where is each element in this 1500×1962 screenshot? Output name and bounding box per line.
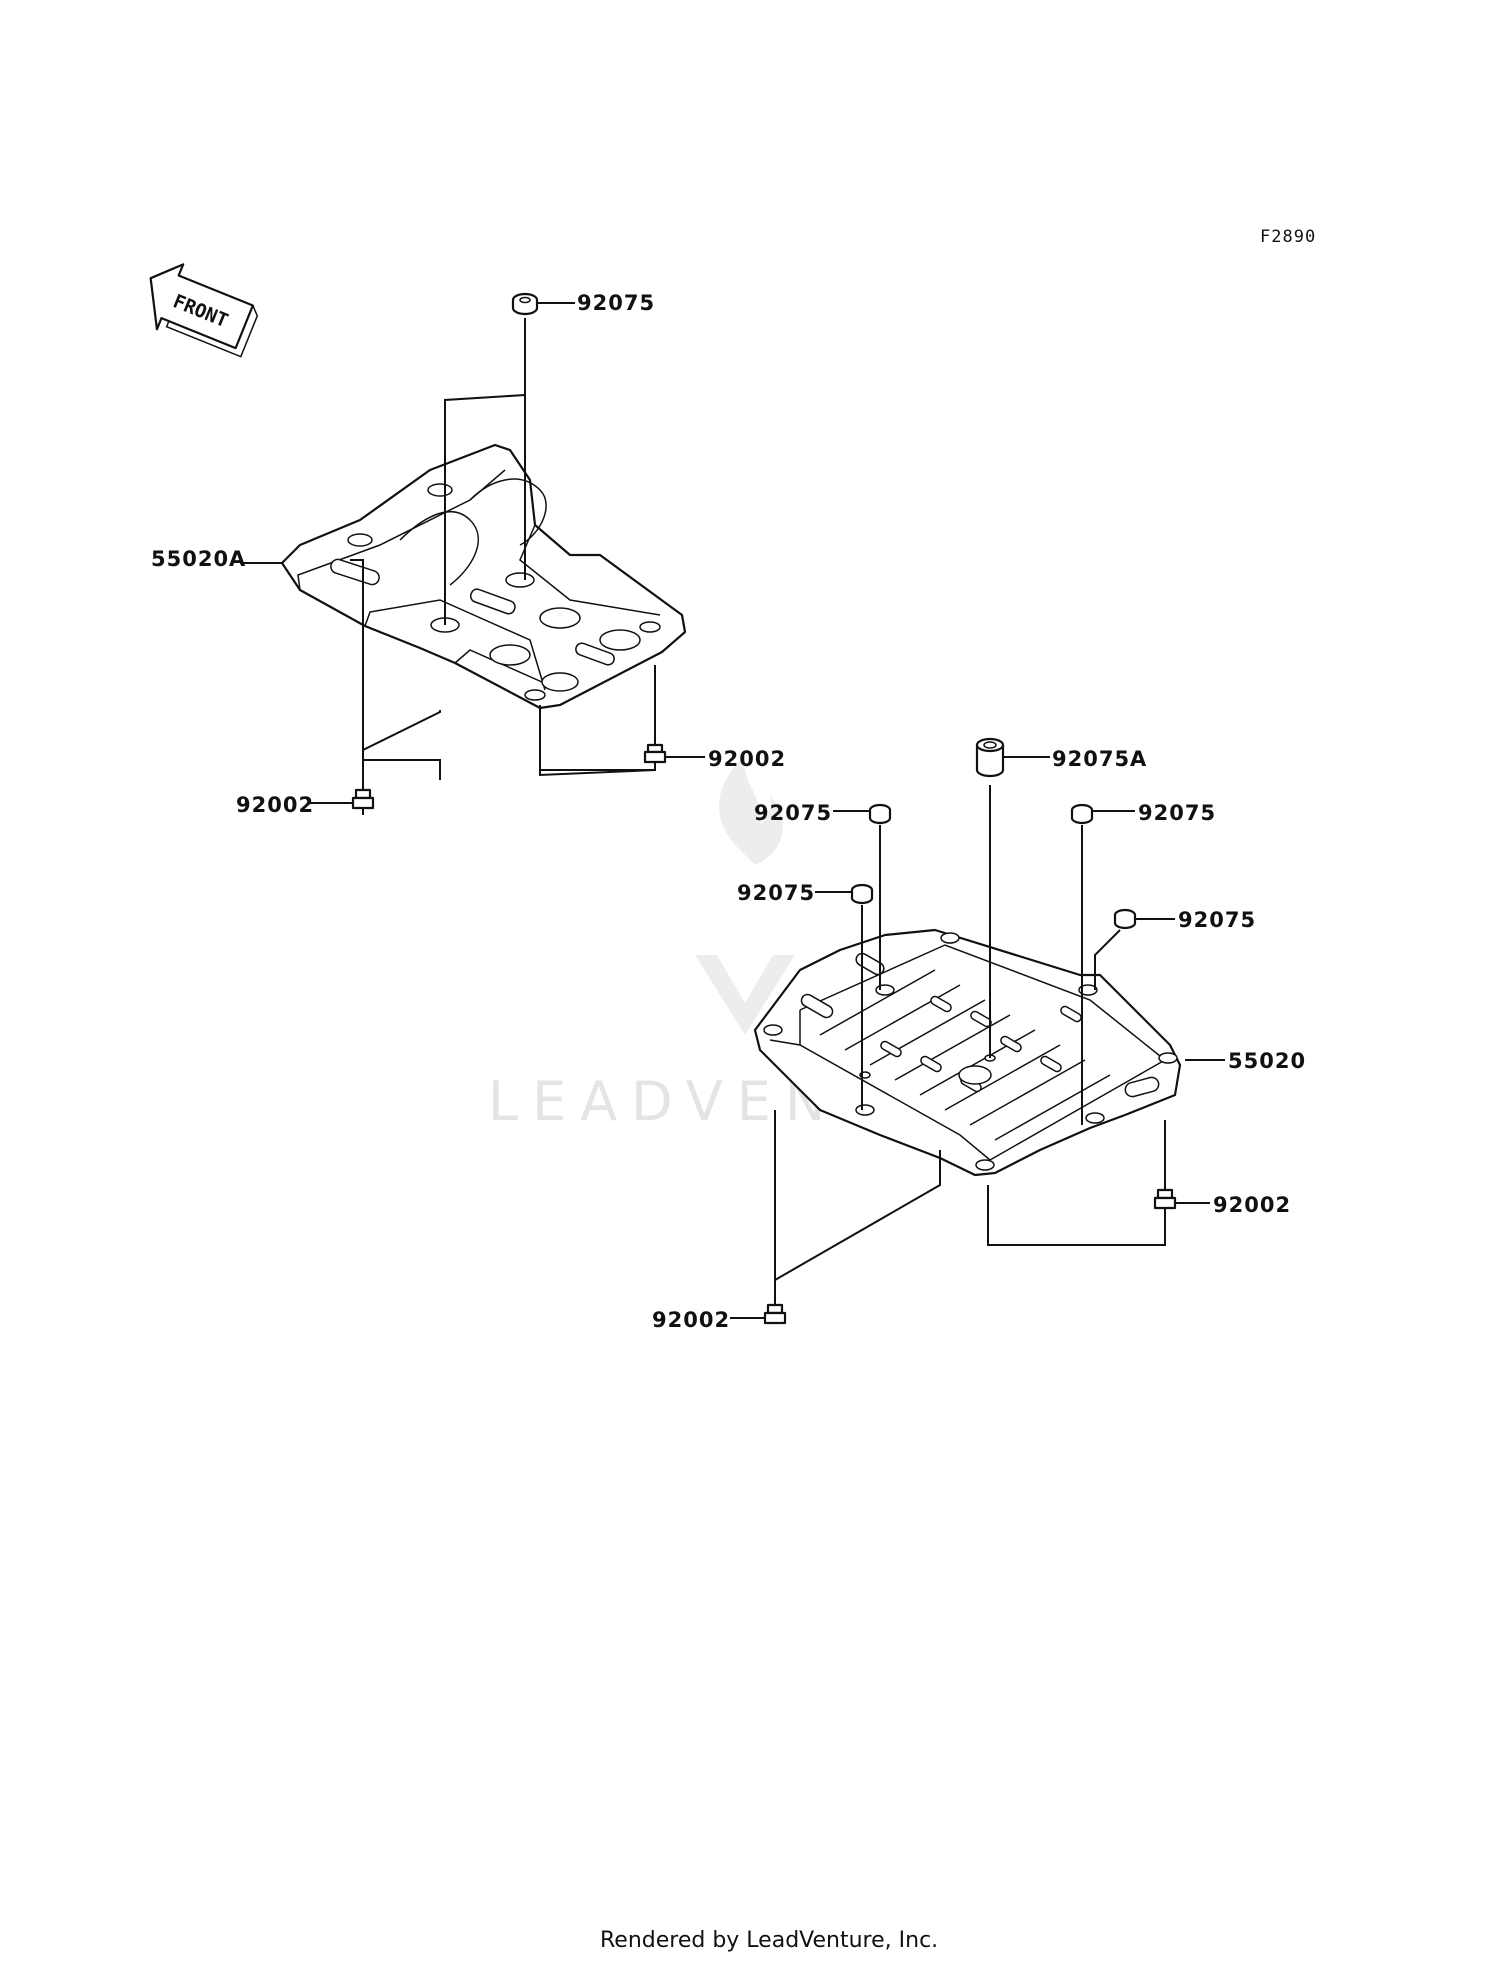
slot-opening xyxy=(1124,1076,1160,1098)
mounting-hole xyxy=(940,932,960,944)
skid-plate-upper-outline xyxy=(280,443,687,710)
figure-code: F2890 xyxy=(1260,227,1316,247)
callout-55020A: 55020A xyxy=(151,547,246,571)
mounting-hole xyxy=(855,1104,875,1116)
callout-92075-lower-b: 92075 xyxy=(1138,801,1216,825)
fastener-upper-92075 xyxy=(511,292,575,316)
callout-92075-upper: 92075 xyxy=(577,291,655,315)
callout-55020: 55020 xyxy=(1228,1049,1306,1073)
callout-92075-lower-d: 92075 xyxy=(1178,908,1256,932)
callout-92002-upper-right: 92002 xyxy=(708,747,786,771)
bolt-lower-left-92002 xyxy=(730,1303,787,1325)
callout-92002-lower-right: 92002 xyxy=(1213,1193,1291,1217)
slot-opening xyxy=(469,588,516,615)
callout-92075-lower-c: 92075 xyxy=(737,881,815,905)
callout-92002-upper-left: 92002 xyxy=(236,793,314,817)
skid-plate-upper xyxy=(280,443,687,710)
mounting-hole xyxy=(875,984,895,996)
callout-92075-lower-a: 92075 xyxy=(754,801,832,825)
bolt-upper-right-92002 xyxy=(643,743,705,764)
collar-92075A xyxy=(975,737,1050,778)
slot-opening xyxy=(1040,1055,1062,1073)
slot-opening xyxy=(330,558,380,586)
slot-opening xyxy=(855,952,885,976)
slot-opening xyxy=(489,644,531,666)
skid-plate-lower-outline xyxy=(753,928,1182,1177)
footer-credit: Rendered by LeadVenture, Inc. xyxy=(600,1928,938,1953)
watermark-logo-v xyxy=(695,955,795,1035)
front-arrow-icon xyxy=(149,263,254,350)
watermark-logo xyxy=(718,755,783,865)
slot-opening xyxy=(1000,1035,1022,1053)
skid-plate-lower xyxy=(753,928,1182,1177)
mounting-hole xyxy=(763,1024,783,1036)
slot-opening xyxy=(541,672,579,692)
bolt-lower-right-92002 xyxy=(1153,1188,1210,1210)
slot-opening xyxy=(1060,1005,1082,1023)
grommet-92075-d xyxy=(1113,908,1175,930)
callout-92002-lower-left: 92002 xyxy=(652,1308,730,1332)
mounting-hole xyxy=(524,689,546,701)
mounting-hole xyxy=(1085,1112,1105,1124)
slot-opening xyxy=(920,1055,942,1073)
mounting-hole xyxy=(505,572,535,588)
mounting-hole xyxy=(1158,1052,1178,1064)
upper-leaders xyxy=(240,318,656,815)
slot-opening xyxy=(575,642,615,666)
mounting-hole xyxy=(639,621,661,633)
slot-opening xyxy=(539,607,581,629)
front-arrow: FRONT xyxy=(149,263,259,358)
slot-opening xyxy=(800,993,834,1019)
slot-opening xyxy=(930,995,952,1013)
grommet-92075-a xyxy=(833,803,892,825)
mounting-hole xyxy=(347,533,373,547)
grommet-92075-c xyxy=(815,883,874,905)
bolt-upper-left-92002 xyxy=(310,788,375,810)
mounting-hole xyxy=(427,483,453,497)
slot-opening xyxy=(599,629,641,651)
slot-opening xyxy=(880,1040,902,1058)
grommet-92075-b xyxy=(1070,803,1135,825)
callout-92075A: 92075A xyxy=(1052,747,1147,771)
mounting-hole xyxy=(975,1159,995,1171)
center-opening xyxy=(958,1065,992,1085)
mounting-hole xyxy=(1078,984,1098,996)
